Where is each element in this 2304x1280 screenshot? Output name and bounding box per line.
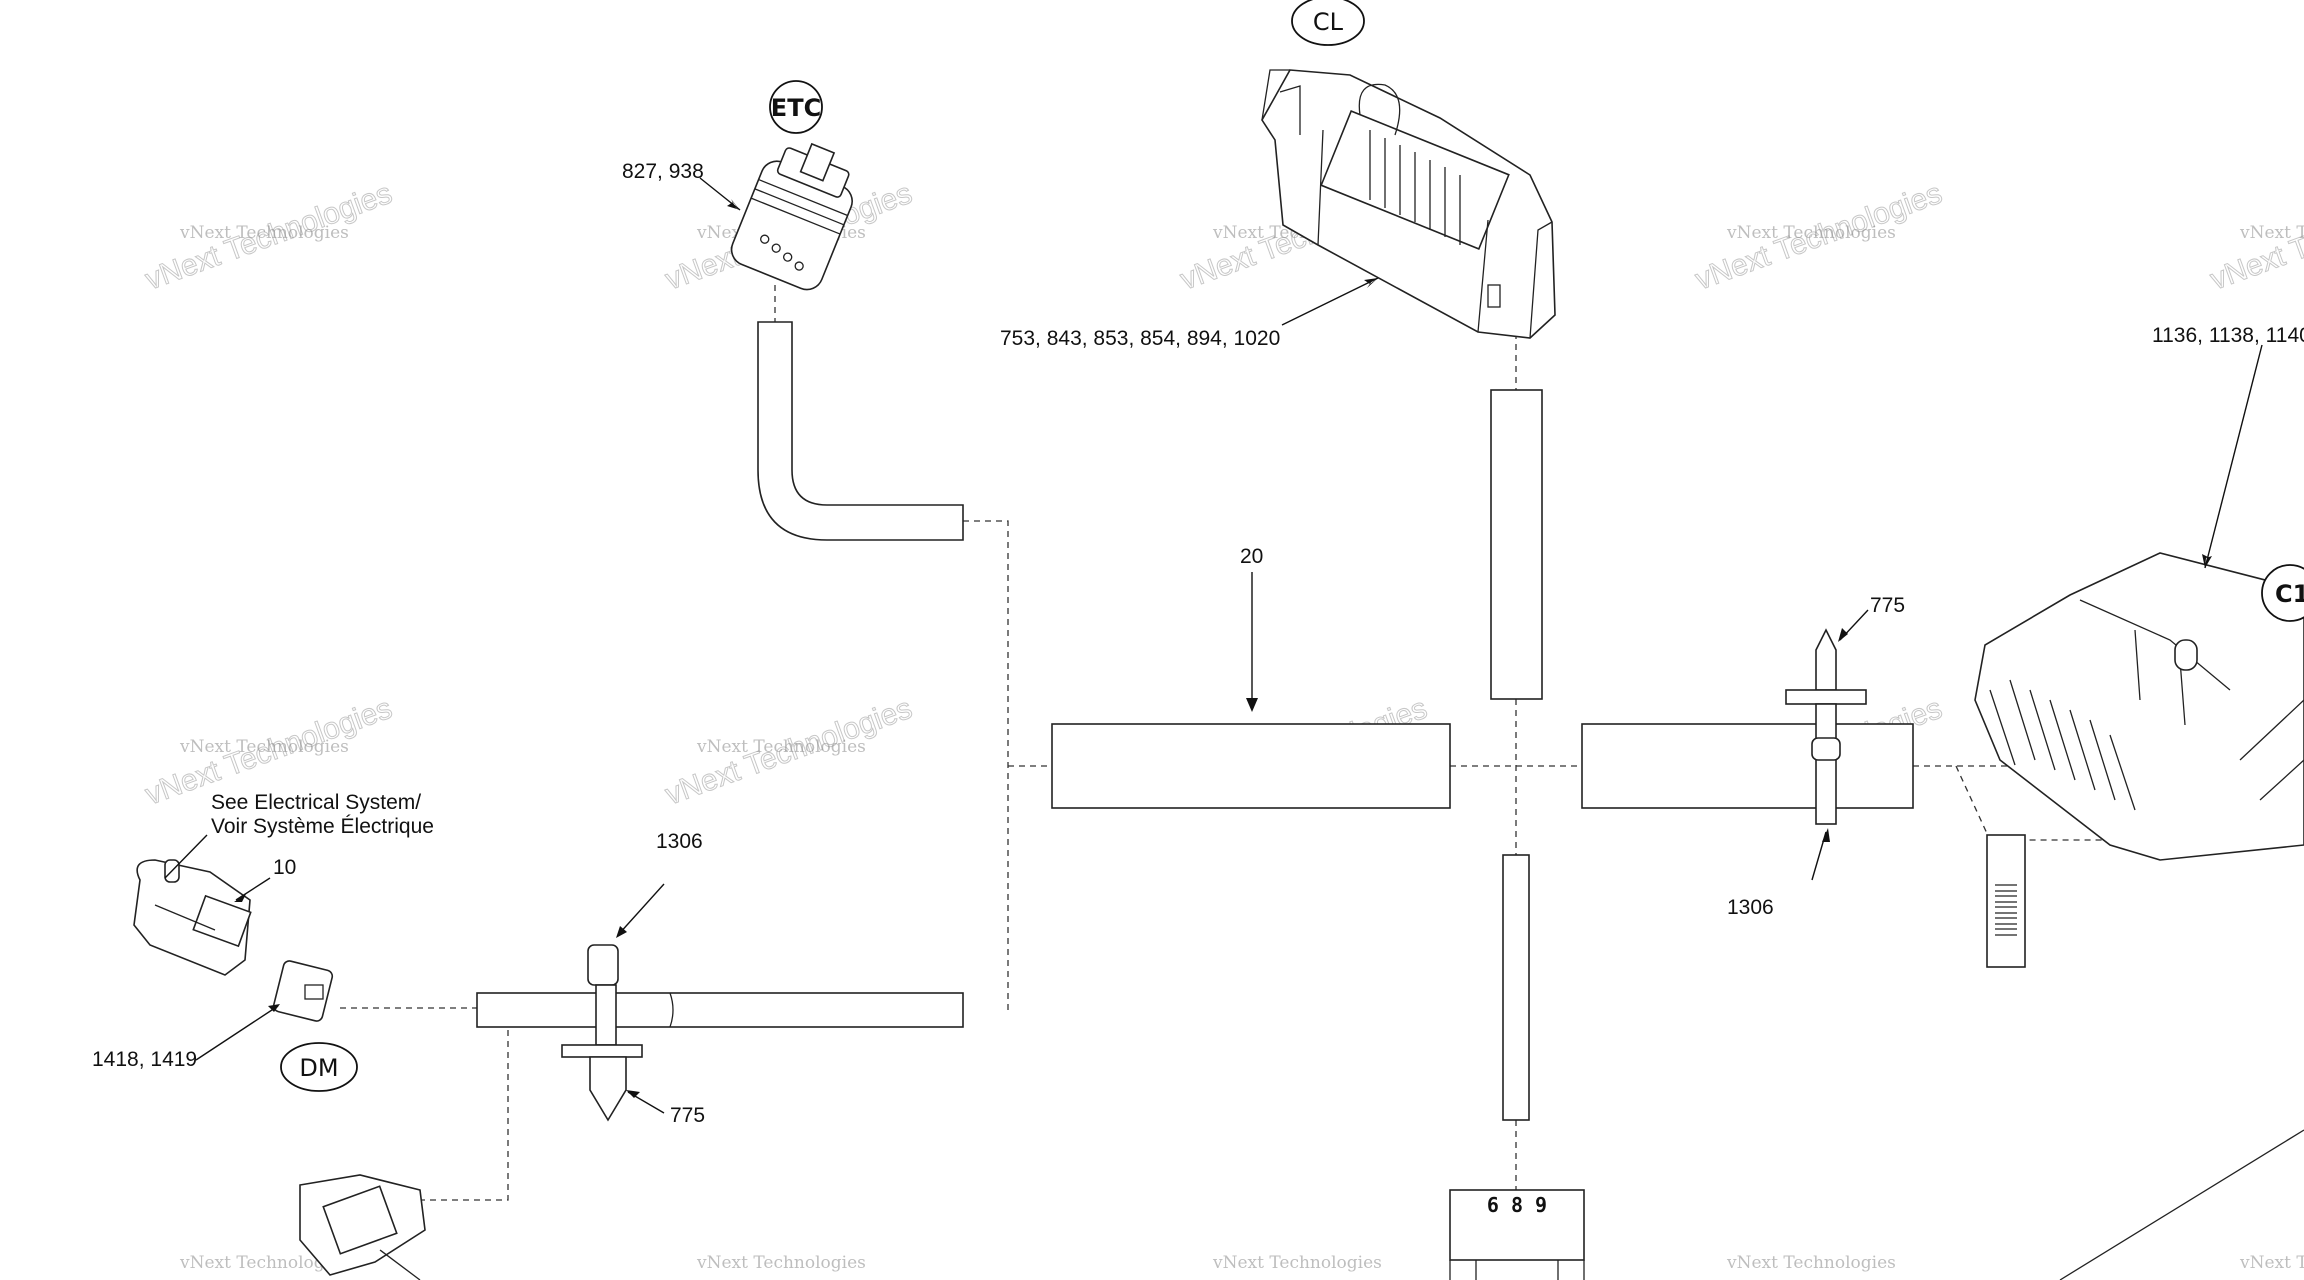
c1-connector [1974,552,2304,1280]
watermark-text: vNext Technologies [696,1253,866,1273]
dm-connector [272,960,334,1022]
bottom-left-connector [299,1174,426,1280]
callout-tie-left: 1306 [656,830,703,853]
push-clip-bottom-left [561,944,643,1122]
watermark-text: vNext Technologies [179,1253,349,1273]
main-bundle-right [1581,723,1914,809]
watermark-text: vNext Technologies [2239,223,2304,243]
callout-cl-parts: 753, 843, 853, 854, 894, 1020 [1000,327,1280,350]
vertical-bundle-upper [1490,389,1543,700]
push-clip-top-right [1785,628,1867,825]
callout-dm-parts: 1418, 1419 [92,1048,197,1071]
watermark-text: vNext Technologies [1212,1253,1382,1273]
watermark-text: vNext Technologies [1726,1253,1896,1273]
tag-etc: ETC [769,80,823,134]
etc-bundle [757,321,964,541]
leader-lines [164,177,2263,1114]
callout-see-electrical-1: See Electrical System/ [211,791,421,814]
callout-clip-bottom-left: 775 [670,1104,705,1127]
bottom-connector-digits: 6 8 9 [1487,1193,1547,1217]
sensor-10 [133,859,252,976]
watermark-text: vNext Technologies [2239,1253,2304,1273]
svg-text:DM: DM [299,1054,338,1082]
harness-bundles [476,321,2026,1121]
tag-dm: DM [280,1042,358,1092]
bottom-connector-689: 6 8 9 [1449,1189,1585,1280]
callout-harness: 20 [1240,545,1263,568]
svg-text:C1: C1 [2275,580,2304,608]
cl-connector [1261,69,1556,339]
watermark-text: vNext Technologies [1726,223,1896,243]
callout-clip-top-right: 775 [1870,594,1905,617]
callout-right-parts: 1136, 1138, 1140 [2152,324,2304,347]
callout-see-electrical-2: Voir Système Électrique [211,815,434,838]
watermark-text: vNext Technologies [179,223,349,243]
arrowheads [234,199,2212,1098]
lower-left-bundle [476,992,964,1028]
tag-c1: C1 [2261,564,2304,622]
callout-tie-right: 1306 [1727,896,1774,919]
tag-cl: CL [1291,0,1365,46]
callout-sensor: 10 [273,856,296,879]
label-tag [1986,834,2026,968]
svg-text:CL: CL [1313,8,1344,36]
svg-text:ETC: ETC [771,94,821,122]
callouts: 827, 938 753, 843, 853, 854, 894, 1020 1… [92,160,2304,1127]
watermark-text: vNext Technologies [179,737,349,757]
watermark-text: vNext Technologies [696,737,866,757]
vertical-bundle-lower [1502,854,1530,1121]
etc-connector [730,142,853,291]
main-bundle-center [1051,723,1451,809]
callout-etc-parts: 827, 938 [622,160,704,183]
